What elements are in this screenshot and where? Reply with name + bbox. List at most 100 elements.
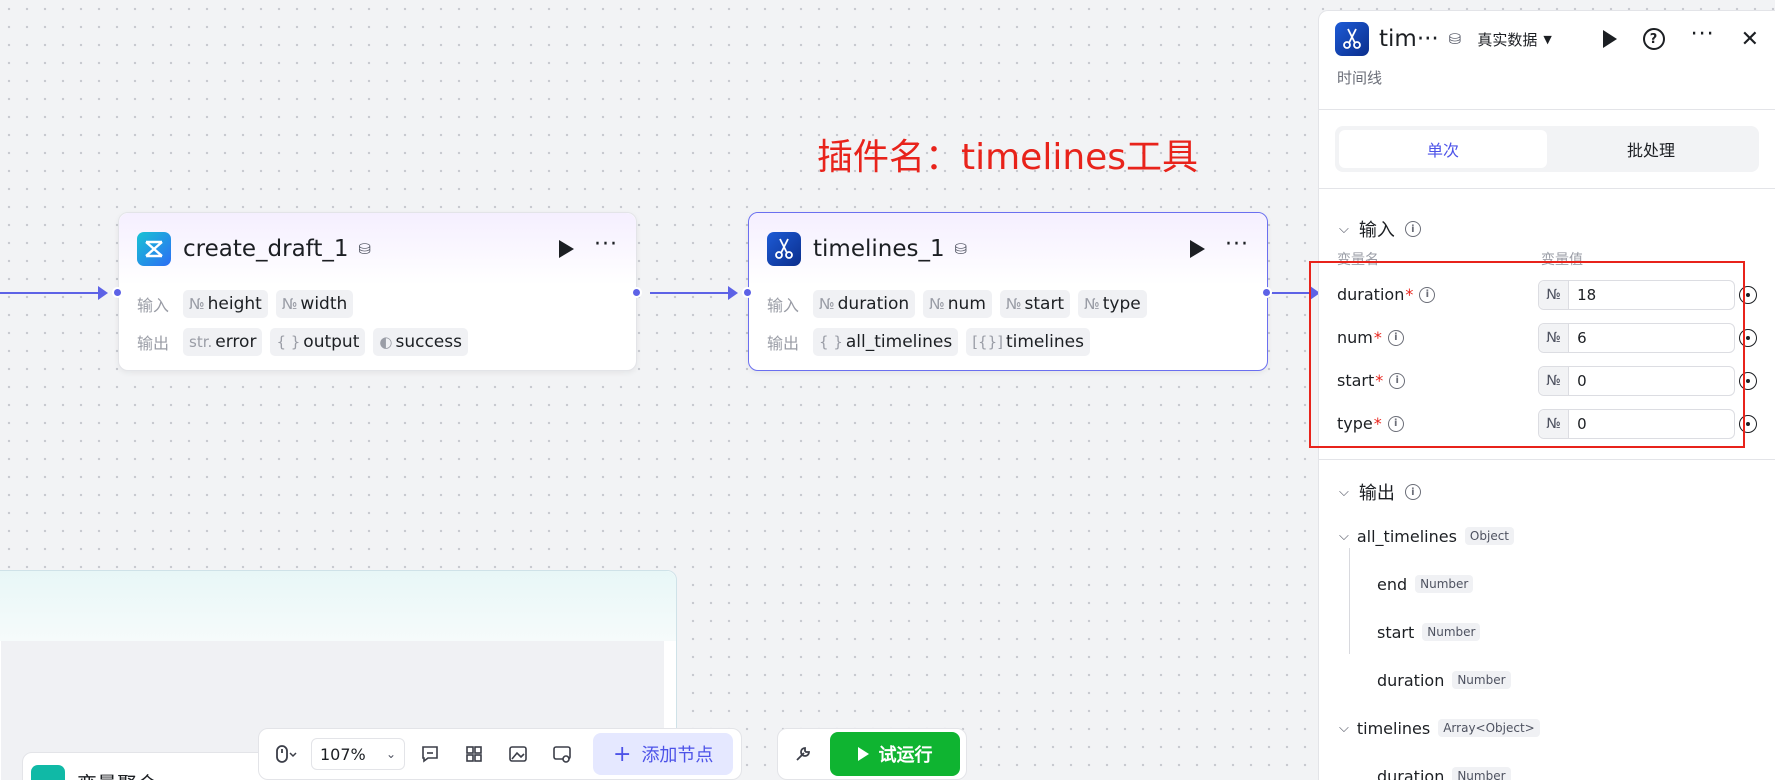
info-icon: i xyxy=(1404,484,1421,500)
scissors-icon xyxy=(1335,22,1369,56)
param-name: num xyxy=(1337,328,1373,347)
help-icon[interactable]: ? xyxy=(1642,28,1665,50)
output-tag-success: ◐success xyxy=(373,328,468,356)
col-name-header: 变量名 xyxy=(1337,252,1379,268)
node-header: timelines_1 ⛁ ··· xyxy=(749,213,1267,285)
divider xyxy=(1319,188,1775,189)
param-value: 6 xyxy=(1577,328,1587,347)
wrench-icon[interactable] xyxy=(784,735,822,773)
number-type-icon: № xyxy=(1539,280,1570,309)
param-input-duration[interactable]: № 18 xyxy=(1538,279,1736,310)
plugin-badge-icon: ⛁ xyxy=(1448,30,1462,48)
variable-ref-icon[interactable] xyxy=(1739,371,1757,390)
node-more-button[interactable]: ··· xyxy=(1225,232,1249,257)
play-icon xyxy=(857,747,869,761)
add-node-button[interactable]: + 添加节点 xyxy=(593,733,734,775)
port-create-draft-in[interactable] xyxy=(112,287,123,298)
aggregate-icon xyxy=(31,765,65,780)
panel-run-button[interactable] xyxy=(1602,30,1617,48)
outputs-label: 输出 xyxy=(767,334,800,353)
number-type-icon: № xyxy=(1539,323,1570,352)
param-name: start xyxy=(1337,371,1375,390)
node-outputs-row: 输出 str.error { }output ◐success xyxy=(119,323,636,361)
output-tag-all-timelines: { }all_timelines xyxy=(813,328,959,356)
chevron-down-icon: ⌄ xyxy=(385,747,396,761)
param-input-start[interactable]: № 0 xyxy=(1538,365,1736,396)
run-toolbar: 试运行 xyxy=(777,728,967,780)
node-run-button[interactable] xyxy=(1190,240,1206,258)
param-row-start: start*i № 0 xyxy=(1319,359,1775,402)
panel-description: 时间线 xyxy=(1337,69,1383,87)
layout-icon[interactable] xyxy=(455,735,493,773)
port-timelines-out[interactable] xyxy=(1261,287,1272,298)
test-run-label: 试运行 xyxy=(878,745,933,766)
zoom-select[interactable]: 107% ⌄ xyxy=(311,738,405,770)
close-icon[interactable]: ✕ xyxy=(1740,26,1759,52)
output-name: all_timelines xyxy=(1356,526,1457,546)
port-timelines-in[interactable] xyxy=(742,287,753,298)
output-item-timelines[interactable]: ⌵ timelines Array<Object> xyxy=(1339,704,1775,752)
divider xyxy=(1319,459,1775,460)
zoom-value: 107% xyxy=(320,744,366,764)
output-item-end: end Number xyxy=(1339,560,1775,608)
comment-icon[interactable] xyxy=(411,735,449,773)
chevron-down-icon: ⌵ xyxy=(1339,720,1349,736)
variable-ref-icon[interactable] xyxy=(1739,285,1757,304)
output-tag-output: { }output xyxy=(270,328,366,356)
input-section-title: 输入 xyxy=(1358,220,1395,241)
node-run-button[interactable] xyxy=(559,240,575,258)
edge-create-to-timelines xyxy=(650,286,738,300)
output-item-duration: duration Number xyxy=(1339,752,1775,780)
panel-more-button[interactable]: ··· xyxy=(1690,22,1715,47)
output-name: end xyxy=(1377,574,1408,594)
panel-title: tim··· xyxy=(1379,26,1439,52)
chevron-down-icon: ⌵ xyxy=(1339,528,1349,544)
input-section-header[interactable]: ⌵ 输入 i xyxy=(1319,209,1775,249)
test-run-button[interactable]: 试运行 xyxy=(830,732,960,776)
minimap-icon[interactable] xyxy=(543,735,581,773)
capcut-icon xyxy=(137,232,171,266)
chevron-down-icon: ⌵ xyxy=(1339,484,1349,500)
data-mode-select[interactable]: 真实数据 ▼ xyxy=(1477,29,1551,50)
param-name: duration xyxy=(1337,285,1405,304)
data-mode-value: 真实数据 xyxy=(1477,30,1538,49)
image-export-icon[interactable] xyxy=(499,735,537,773)
highlight-annotation-box xyxy=(1309,261,1745,448)
canvas-toolbar: 107% ⌄ + 添加节点 xyxy=(258,728,743,780)
tab-single[interactable]: 单次 xyxy=(1339,130,1547,168)
tree-connector xyxy=(1349,548,1350,654)
port-create-draft-out[interactable] xyxy=(631,287,642,298)
output-section-header[interactable]: ⌵ 输出 i xyxy=(1319,472,1775,512)
node-more-button[interactable]: ··· xyxy=(594,232,618,257)
param-input-type[interactable]: № 0 xyxy=(1538,408,1736,439)
output-tree: ⌵ all_timelines Object end Number start … xyxy=(1319,512,1775,780)
chevron-down-icon: ⌵ xyxy=(1339,221,1349,237)
type-badge: Number xyxy=(1452,767,1511,780)
param-input-num[interactable]: № 6 xyxy=(1538,322,1736,353)
node-title: create_draft_1 xyxy=(183,236,349,262)
tab-batch[interactable]: 批处理 xyxy=(1626,141,1675,160)
output-item-all-timelines[interactable]: ⌵ all_timelines Object xyxy=(1339,512,1775,560)
info-icon: i xyxy=(1387,415,1404,432)
param-row-type: type*i № 0 xyxy=(1319,402,1775,445)
mouse-mode-icon[interactable] xyxy=(267,735,305,773)
node-detail-panel: tim··· ⛁ 真实数据 ▼ ? ··· ✕ 时间线 单次 批处理 ⌵ 输入 … xyxy=(1318,10,1775,780)
output-tag-timelines: [{}]timelines xyxy=(966,328,1090,356)
group-header xyxy=(0,571,676,641)
variable-ref-icon[interactable] xyxy=(1739,328,1757,347)
type-badge: Object xyxy=(1464,527,1515,545)
variable-ref-icon[interactable] xyxy=(1739,414,1757,433)
type-badge: Array<Object> xyxy=(1438,719,1540,737)
divider xyxy=(1319,109,1775,110)
plus-icon: + xyxy=(613,741,632,767)
param-row-duration: duration*i № 18 xyxy=(1319,273,1775,316)
node-variable-aggregate[interactable]: 变量聚合 xyxy=(22,752,292,780)
output-name: duration xyxy=(1377,670,1445,690)
info-icon: i xyxy=(1404,221,1421,237)
